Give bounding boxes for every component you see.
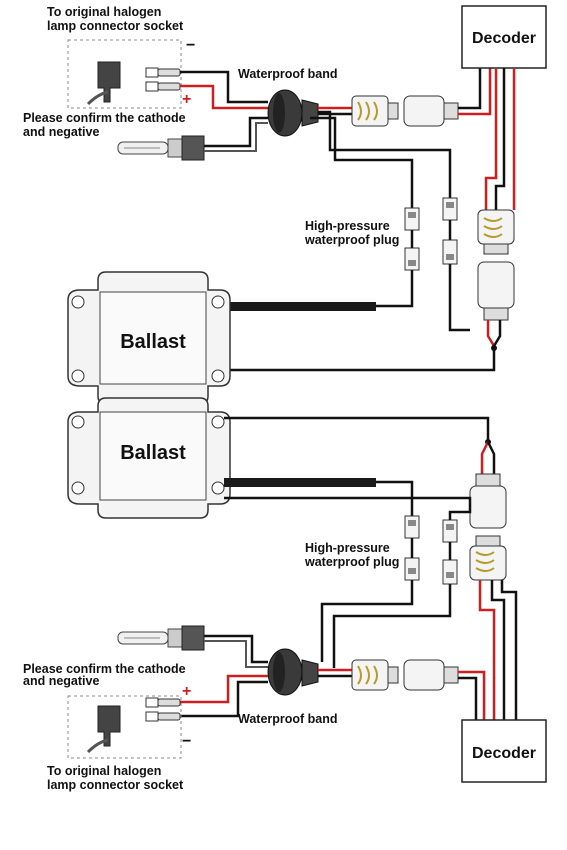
top-socket-label-line2: lamp connector socket	[47, 19, 184, 33]
top-plug-label-line1: High-pressure	[305, 219, 390, 233]
top-cathode-label-line1: Please confirm the cathode	[23, 111, 186, 125]
waterproof-band-icon	[267, 89, 319, 137]
bottom-decoder-label: Decoder	[472, 745, 536, 762]
ballast-hv-cable	[224, 478, 376, 487]
wire-positive-top	[180, 84, 268, 110]
bottom-negative-sign: −	[182, 733, 191, 750]
bottom-socket-label-line1: To original halogen	[47, 764, 161, 778]
connector-plug-icon	[351, 659, 459, 691]
bottom-cathode-label-line2: and negative	[23, 674, 99, 688]
bottom-plug-label-line1: High-pressure	[305, 541, 390, 555]
bottom-cathode-label-line1: Please confirm the cathode	[23, 662, 186, 676]
hid-bulb-icon	[117, 625, 205, 651]
top-ballast-label: Ballast	[120, 331, 186, 353]
socket-dashed-box	[67, 695, 182, 759]
ballast-box-icon	[67, 271, 231, 405]
top-socket-label-line1: To original halogen	[47, 5, 161, 19]
top-decoder-label: Decoder	[472, 30, 536, 47]
decoder-box-icon	[461, 719, 547, 783]
connector-plug-icon	[404, 515, 458, 585]
socket-pin-negative	[145, 711, 159, 722]
bottom-socket-label-line2: lamp connector socket	[47, 778, 184, 792]
bottom-positive-sign: +	[182, 683, 191, 700]
socket-pin-negative	[145, 67, 159, 78]
hid-bulb-icon	[117, 135, 205, 161]
bottom-harness: Ballast	[23, 397, 547, 792]
decoder-box-icon	[461, 5, 547, 69]
connector-plug-icon	[469, 473, 507, 581]
top-plug-label-line2: waterproof plug	[304, 233, 399, 247]
top-harness: Decoder	[23, 5, 547, 405]
halogen-socket-icon	[86, 61, 121, 106]
bottom-ballast-label: Ballast	[120, 442, 186, 464]
connector-plug-icon	[351, 95, 459, 127]
ballast-box-icon	[67, 397, 231, 519]
socket-pin-positive	[145, 81, 159, 92]
waterproof-band-icon	[267, 648, 319, 696]
ballast-hv-cable	[224, 302, 376, 311]
top-negative-sign: −	[186, 37, 195, 54]
top-waterproof-band-label: Waterproof band	[238, 67, 338, 81]
wire-negative-top	[180, 70, 268, 104]
connector-plug-icon	[477, 209, 515, 321]
bottom-plug-label-line2: waterproof plug	[304, 555, 399, 569]
halogen-socket-icon	[86, 705, 121, 754]
socket-pin-positive	[145, 697, 159, 708]
bottom-waterproof-band-label: Waterproof band	[238, 712, 338, 726]
top-positive-sign: +	[182, 91, 191, 108]
socket-dashed-box	[67, 39, 182, 109]
top-cathode-label-line2: and negative	[23, 125, 99, 139]
